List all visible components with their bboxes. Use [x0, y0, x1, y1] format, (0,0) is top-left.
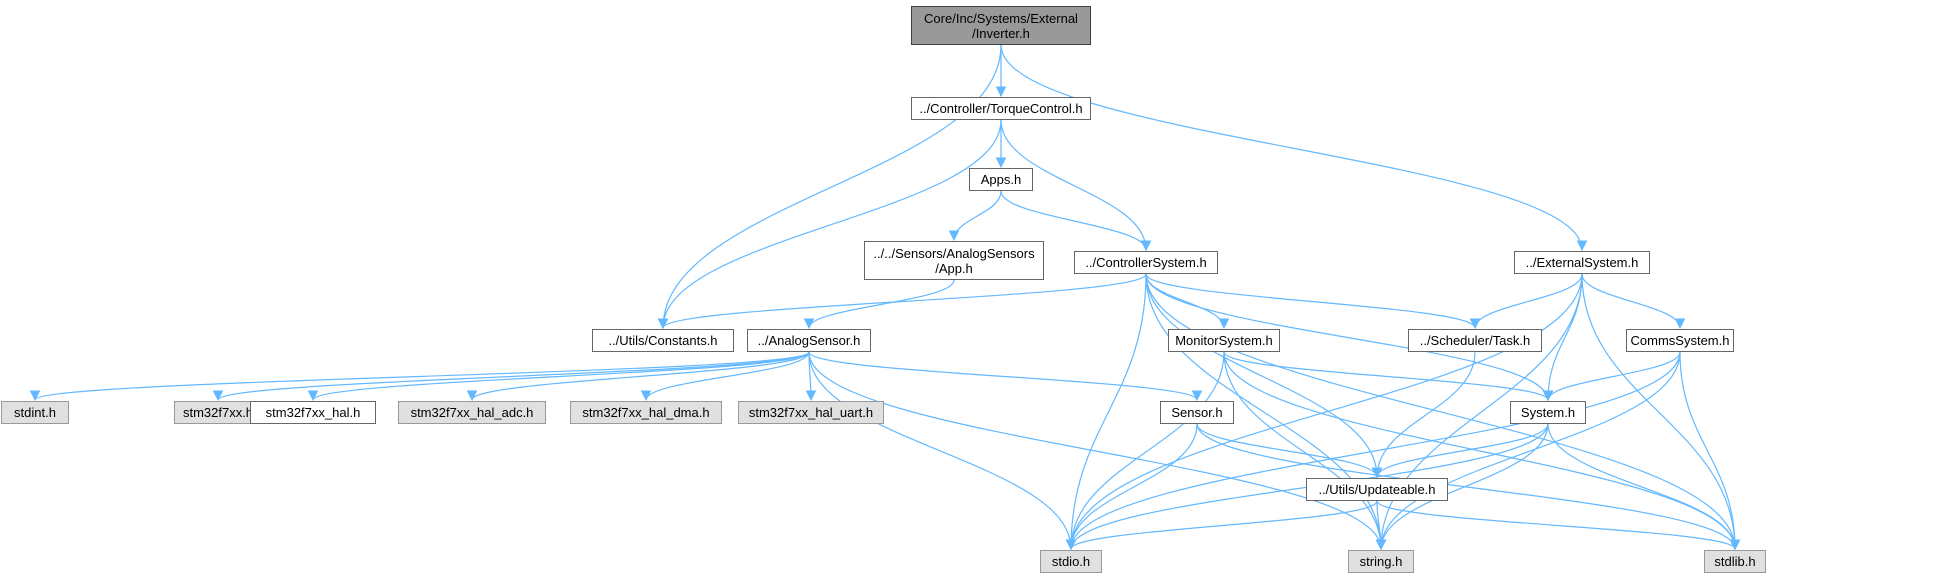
node-stdio-h: stdio.h: [1040, 550, 1102, 573]
edge-controllersystem-h-to-constants-h: [657, 273, 1147, 330]
edge-externalsystem-h-to-stdio-h: [1065, 273, 1583, 551]
edge-task-h-to-updateable-h: [1371, 351, 1476, 479]
edge-torquecontrol-h-to-controllersystem-h: [1000, 119, 1152, 252]
edge-monitorsystem-h-to-stdlib-h: [1223, 351, 1741, 551]
edge-externalsystem-h-to-task-h: [1469, 273, 1583, 330]
node-app-h[interactable]: ../../Sensors/AnalogSensors /App.h: [864, 241, 1044, 280]
edge-analogsensor-h-to-stm32f7xx-hal-adc-h: [466, 351, 810, 402]
edge-system-h-to-stdlib-h: [1547, 423, 1741, 551]
node-apps-h[interactable]: Apps.h: [969, 168, 1033, 191]
edge-commssystem-h-to-stdio-h: [1065, 351, 1681, 551]
edge-torquecontrol-h-to-constants-h: [657, 119, 1002, 330]
edge-controllersystem-h-to-stdlib-h: [1145, 273, 1741, 551]
node-task-h[interactable]: ../Scheduler/Task.h: [1408, 329, 1542, 352]
node-inverter-h: Core/Inc/Systems/External /Inverter.h: [911, 6, 1091, 45]
edge-analogsensor-h-to-sensor-h: [808, 351, 1203, 402]
edge-commssystem-h-to-stdlib-h: [1679, 351, 1741, 551]
edge-system-h-to-updateable-h: [1371, 423, 1549, 479]
node-stdint-h: stdint.h: [1, 401, 69, 424]
edge-inverter-h-to-constants-h: [657, 44, 1002, 330]
edge-updateable-h-to-string-h: [1375, 500, 1387, 551]
edge-apps-h-to-app-h: [948, 190, 1002, 242]
edge-monitorsystem-h-to-system-h: [1223, 351, 1554, 402]
edge-sensor-h-to-stdio-h: [1065, 423, 1198, 551]
edge-analogsensor-h-to-stdint-h: [29, 351, 810, 402]
node-stm32f7xx-hal-uart-h: stm32f7xx_hal_uart.h: [738, 401, 884, 424]
node-stdlib-h: stdlib.h: [1704, 550, 1766, 573]
edge-controllersystem-h-to-string-h: [1145, 273, 1387, 551]
node-constants-h[interactable]: ../Utils/Constants.h: [592, 329, 734, 352]
edge-analogsensor-h-to-stm32f7xx-h: [212, 351, 810, 402]
edge-controllersystem-h-to-system-h: [1145, 273, 1554, 402]
edge-updateable-h-to-stdio-h: [1065, 500, 1378, 551]
edge-analogsensor-h-to-string-h: [808, 351, 1387, 551]
edge-controllersystem-h-to-task-h: [1145, 273, 1481, 330]
edge-controllersystem-h-to-updateable-h: [1145, 273, 1383, 479]
node-stm32f7xx-hal-adc-h: stm32f7xx_hal_adc.h: [398, 401, 546, 424]
node-commssystem-h[interactable]: CommsSystem.h: [1626, 329, 1734, 352]
node-sensor-h[interactable]: Sensor.h: [1160, 401, 1234, 424]
edge-system-h-to-string-h: [1375, 423, 1549, 551]
node-controllersystem-h[interactable]: ../ControllerSystem.h: [1074, 251, 1218, 274]
node-updateable-h[interactable]: ../Utils/Updateable.h: [1306, 478, 1448, 501]
edge-apps-h-to-controllersystem-h: [1000, 190, 1152, 252]
node-system-h[interactable]: System.h: [1510, 401, 1586, 424]
edge-externalsystem-h-to-commssystem-h: [1581, 273, 1686, 330]
edge-monitorsystem-h-to-string-h: [1223, 351, 1387, 551]
edge-monitorsystem-h-to-stdio-h: [1065, 351, 1225, 551]
edge-externalsystem-h-to-stdlib-h: [1581, 273, 1741, 551]
edge-updateable-h-to-stdlib-h: [1376, 500, 1741, 551]
edge-externalsystem-h-to-system-h: [1542, 273, 1583, 402]
node-stm32f7xx-hal-dma-h: stm32f7xx_hal_dma.h: [570, 401, 722, 424]
node-monitorsystem-h[interactable]: MonitorSystem.h: [1168, 329, 1280, 352]
edge-controllersystem-h-to-stdio-h: [1065, 273, 1147, 551]
node-externalsystem-h[interactable]: ../ExternalSystem.h: [1514, 251, 1650, 274]
node-stm32f7xx-hal-h[interactable]: stm32f7xx_hal.h: [250, 401, 376, 424]
edge-inverter-h-to-externalsystem-h: [1000, 44, 1588, 252]
edge-app-h-to-analogsensor-h: [803, 279, 955, 330]
edge-analogsensor-h-to-stdio-h: [808, 351, 1077, 551]
edge-commssystem-h-to-system-h: [1542, 351, 1681, 402]
edge-analogsensor-h-to-stm32f7xx-hal-dma-h: [640, 351, 810, 402]
edge-sensor-h-to-updateable-h: [1196, 423, 1383, 479]
node-string-h: string.h: [1348, 550, 1414, 573]
node-torquecontrol-h[interactable]: ../Controller/TorqueControl.h: [911, 97, 1091, 120]
node-stm32f7xx-h: stm32f7xx.h: [174, 401, 262, 424]
edge-commssystem-h-to-string-h: [1375, 351, 1681, 551]
edge-analogsensor-h-to-stm32f7xx-hal-h: [307, 351, 810, 402]
edge-externalsystem-h-to-string-h: [1375, 273, 1583, 551]
node-analogsensor-h[interactable]: ../AnalogSensor.h: [747, 329, 871, 352]
